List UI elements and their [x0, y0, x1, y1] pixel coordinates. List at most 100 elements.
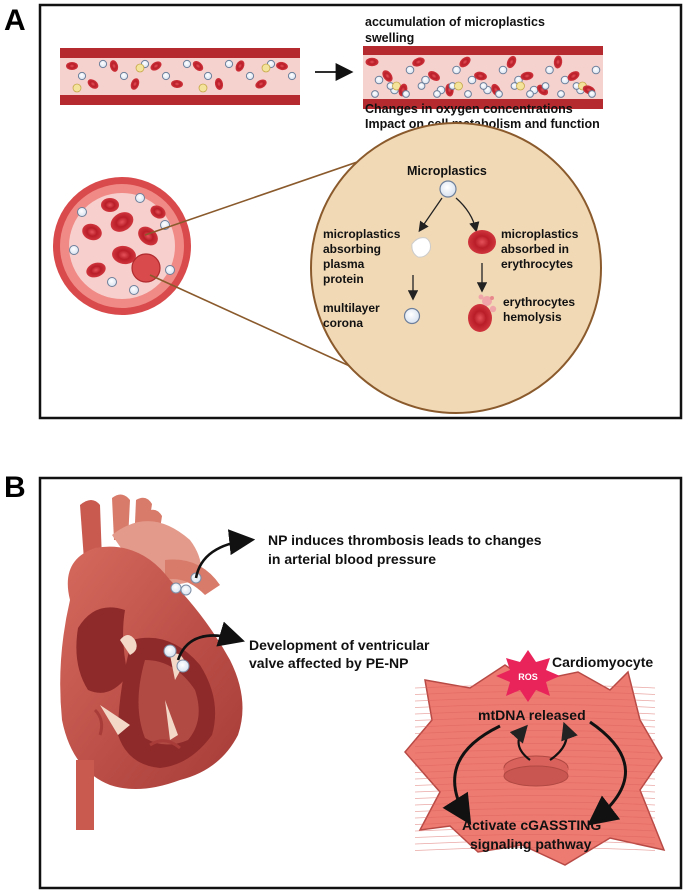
mtdna-arrow-up-2 — [549, 721, 578, 761]
right-label-1: microplastics — [501, 227, 579, 241]
microplastic-dot — [165, 265, 175, 275]
red-blood-cell — [459, 56, 471, 68]
highlighted-cell — [131, 253, 161, 283]
pathway-label-1: Activate cGASSTING — [462, 817, 601, 833]
red-blood-cell — [235, 60, 245, 72]
vessel-swollen — [363, 46, 603, 109]
red-blood-cell — [150, 61, 162, 71]
left-bottom-1: multilayer — [323, 301, 380, 315]
microplastic-dot — [541, 82, 550, 90]
red-blood-cell — [101, 198, 119, 212]
red-blood-cell — [150, 205, 166, 219]
microplastic-dot — [135, 193, 145, 203]
red-blood-cell — [276, 61, 288, 71]
red-blood-cell — [86, 262, 106, 278]
platelet — [261, 63, 271, 73]
microplastic-dot — [467, 75, 477, 85]
red-blood-cell — [192, 61, 204, 71]
microplastic-dot — [107, 277, 117, 287]
zoom-line-bottom — [149, 274, 366, 374]
red-blood-cell — [87, 79, 99, 89]
ros-label: ROS — [518, 672, 538, 682]
red-blood-cell — [520, 71, 534, 81]
right-label-3: erythrocytes — [501, 257, 573, 271]
red-blood-cell — [474, 71, 487, 81]
red-blood-cell — [506, 55, 517, 69]
microplastic-particle — [439, 180, 457, 198]
np-label-1: NP induces thrombosis leads to changes — [268, 532, 542, 548]
red-blood-cell — [412, 57, 425, 67]
platelet — [135, 63, 145, 73]
microplastic-dot — [464, 90, 472, 98]
branch-arrow-left — [418, 197, 443, 233]
left-bottom-2: corona — [323, 316, 363, 330]
microplastic-dot — [417, 82, 426, 90]
np-particle-2 — [180, 584, 192, 596]
microplastic-dot — [405, 65, 415, 75]
multilayer-corona-particle — [403, 307, 421, 325]
microplastic-dot — [203, 71, 213, 81]
microplastic-dot — [495, 90, 503, 98]
thrombosis-arrow — [194, 529, 256, 579]
red-blood-cell — [66, 62, 78, 70]
microplastic-dot — [479, 82, 488, 90]
mtdna-arrow-up — [509, 724, 531, 761]
ros-burst-icon — [496, 650, 560, 702]
red-blood-cell — [130, 78, 140, 90]
red-blood-cell — [82, 223, 102, 241]
microplastic-dot — [287, 71, 297, 81]
microplastic-dot — [224, 59, 234, 69]
microplastic-dot — [98, 59, 108, 69]
red-blood-cell — [567, 71, 580, 81]
red-blood-cell — [382, 70, 393, 82]
microplastic-dot — [591, 65, 601, 75]
rbc-with-microplastic — [468, 230, 496, 254]
right-bottom-2: hemolysis — [503, 310, 562, 324]
cardiomyocyte-label: Cardiomyocyte — [552, 654, 653, 670]
microplastic-dot — [545, 65, 554, 75]
microplastic-dot — [526, 90, 534, 98]
microplastic-dot — [77, 71, 87, 81]
valve-label-1: Development of ventricular — [249, 637, 430, 653]
vessel-normal — [60, 48, 300, 105]
left-label-3: plasma — [323, 257, 365, 271]
red-blood-cell — [109, 60, 119, 72]
microplastics-title: Microplastics — [407, 164, 487, 178]
left-label-1: microplastics — [323, 227, 401, 241]
red-blood-cell — [428, 71, 440, 81]
microplastic-dot — [161, 71, 171, 81]
top-text-1: accumulation of microplastics — [365, 15, 545, 29]
microplastic-dot — [374, 75, 384, 85]
valve-arrow — [176, 621, 245, 661]
pathway-label-2: signaling pathway — [470, 836, 592, 852]
microplastic-dot — [433, 90, 441, 98]
red-blood-cell — [553, 55, 563, 69]
np-label-2: in arterial blood pressure — [268, 551, 436, 567]
microplastic-dot — [421, 75, 430, 85]
red-blood-cell — [365, 57, 379, 67]
microplastic-dot — [452, 65, 461, 75]
microplastic-dot — [77, 207, 87, 217]
red-blood-cell — [112, 245, 136, 265]
platelet — [198, 83, 208, 93]
platelet — [72, 83, 82, 93]
panel-a-letter: A — [4, 4, 26, 37]
np-particle-1 — [170, 582, 182, 594]
pathway-arrow-left — [442, 724, 501, 826]
red-blood-cell — [255, 79, 267, 89]
heart-illustration — [60, 494, 243, 830]
red-blood-cell — [138, 226, 158, 246]
red-blood-cell — [110, 212, 134, 232]
panel-b-letter: B — [4, 471, 26, 504]
platelet — [454, 81, 463, 91]
microplastic-dot — [498, 65, 508, 75]
valve-label-2: valve affected by PE-NP — [249, 655, 409, 671]
microplastic-dot — [588, 90, 596, 98]
microplastic-dot — [245, 71, 255, 81]
microplastic-dot — [119, 71, 129, 81]
red-blood-cell — [171, 79, 183, 89]
vessel-cross-section — [53, 177, 191, 315]
right-label-2: absorbed in — [501, 242, 569, 256]
np-particle-4 — [163, 644, 177, 658]
branch-arrow-right — [455, 197, 480, 233]
